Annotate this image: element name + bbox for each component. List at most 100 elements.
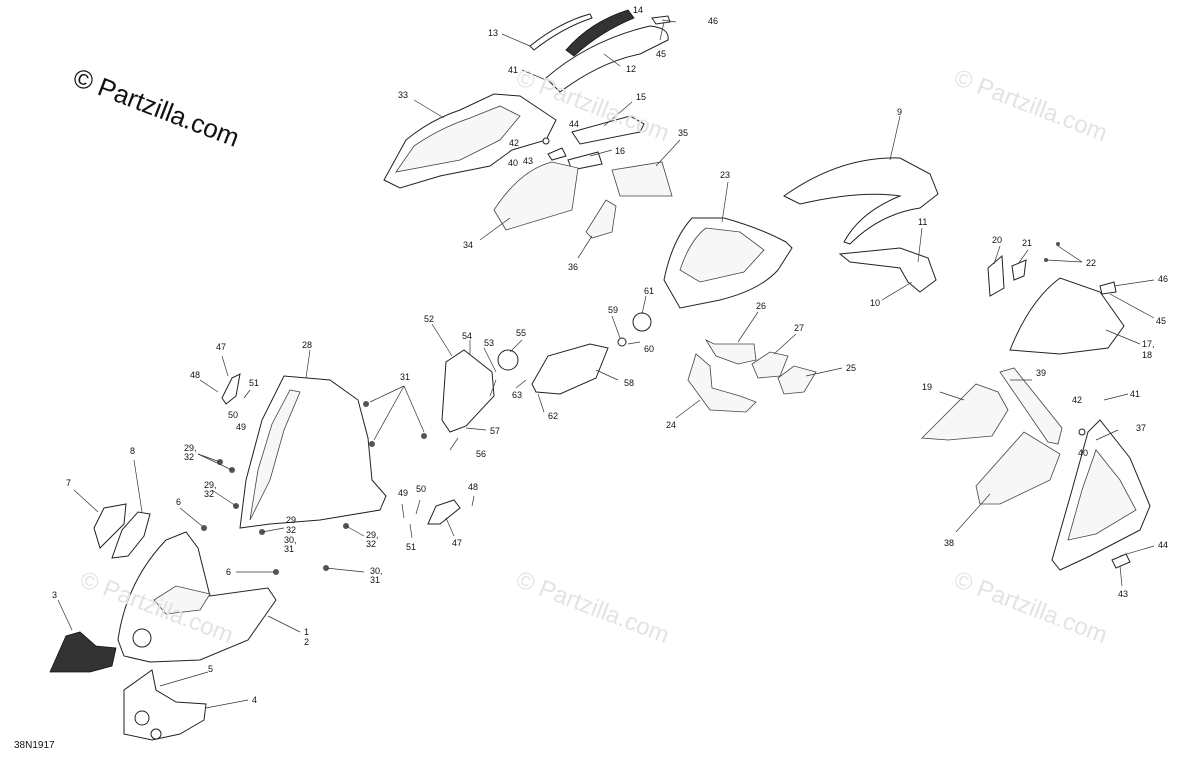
callout-55: 55	[516, 328, 526, 338]
part-42-top	[542, 137, 550, 145]
callout-54: 54	[462, 331, 472, 341]
part-59-60	[617, 337, 627, 347]
part-38	[975, 431, 1061, 505]
callout-29-b: 29,	[204, 480, 217, 490]
part-5-4	[123, 669, 207, 741]
part-55	[497, 349, 519, 371]
callout-43-right: 43	[1118, 589, 1128, 599]
diagram-code: 38N1917	[14, 740, 55, 751]
callout-29-a: 29,	[184, 443, 197, 453]
callout-12: 12	[626, 64, 636, 74]
callout-6-a: 6	[176, 497, 181, 507]
callout-31-a: 31	[284, 544, 294, 554]
callout-4: 4	[252, 695, 257, 705]
callout-2: 2	[304, 637, 309, 647]
callout-40-right: 40	[1078, 448, 1088, 458]
callout-51-left: 51	[249, 378, 259, 388]
callout-42-right: 42	[1072, 395, 1082, 405]
callout-62: 62	[548, 411, 558, 421]
callout-44-top: 44	[569, 119, 579, 129]
part-34	[493, 161, 579, 231]
part-31a	[363, 401, 369, 407]
callout-8: 8	[130, 446, 135, 456]
part-14	[565, 9, 635, 57]
part-26	[704, 339, 757, 365]
callout-47-right: 47	[452, 538, 462, 548]
part-33-inner	[395, 105, 521, 173]
part-46-right	[1099, 281, 1117, 295]
callout-42-top: 42	[509, 138, 519, 148]
callout-15: 15	[636, 92, 646, 102]
callout-39: 39	[1036, 368, 1046, 378]
callout-28: 28	[302, 340, 312, 350]
part-25	[777, 365, 817, 395]
callout-40-top: 40	[508, 158, 518, 168]
part-52	[441, 349, 495, 433]
callout-6-b: 6	[226, 567, 231, 577]
part-43-right	[1111, 553, 1131, 569]
leader-lines	[57, 11, 1155, 709]
part-13	[529, 13, 593, 51]
callout-50-right: 50	[416, 484, 426, 494]
callout-labels: 13 14 46 45 12 41 33 15 44 42 16 40 43 3…	[52, 5, 1168, 705]
part-3	[49, 631, 117, 673]
part-9	[783, 157, 939, 245]
callout-27: 27	[794, 323, 804, 333]
callout-32-d: 32	[366, 539, 376, 549]
callout-35: 35	[678, 128, 688, 138]
part-12	[545, 25, 669, 93]
part-31c	[421, 433, 427, 439]
part-43-top	[547, 147, 567, 161]
callout-33: 33	[398, 90, 408, 100]
callout-48-left: 48	[190, 370, 200, 380]
callout-5: 5	[208, 664, 213, 674]
callout-24: 24	[666, 420, 676, 430]
part-15	[571, 115, 645, 145]
callout-17: 17,	[1142, 339, 1155, 349]
part-20	[987, 254, 1005, 297]
callout-52: 52	[424, 314, 434, 324]
part-7	[93, 503, 127, 549]
callout-32-b: 32	[204, 489, 214, 499]
part-39	[999, 367, 1063, 445]
callout-57: 57	[490, 426, 500, 436]
callout-31-top: 31	[400, 372, 410, 382]
callout-43-top: 43	[523, 156, 533, 166]
callout-11: 11	[918, 217, 927, 227]
part-19	[921, 383, 1009, 441]
callout-3: 3	[52, 590, 57, 600]
part-28-edge	[249, 389, 301, 521]
callout-26: 26	[756, 301, 766, 311]
callout-29-d: 29,	[366, 530, 379, 540]
part-8	[111, 511, 151, 559]
callout-41-right: 41	[1130, 389, 1140, 399]
part-31b	[369, 441, 375, 447]
callout-49-left: 49	[236, 422, 246, 432]
part-58	[531, 343, 609, 395]
callout-45-right: 45	[1156, 316, 1166, 326]
callout-34: 34	[463, 240, 473, 250]
part-6b	[273, 569, 279, 575]
callout-10: 10	[870, 298, 880, 308]
callout-51-right: 51	[406, 542, 416, 552]
part-11	[838, 247, 937, 293]
callout-1: 1	[304, 627, 309, 637]
callout-37: 37	[1136, 423, 1146, 433]
callout-41-top: 41	[508, 65, 518, 75]
callout-22: 22	[1086, 258, 1096, 268]
part-5-hole-b	[150, 728, 162, 740]
callout-38: 38	[944, 538, 954, 548]
callout-49-right: 49	[398, 488, 408, 498]
callout-46-right: 46	[1158, 274, 1168, 284]
part-42-right	[1078, 428, 1086, 436]
callout-47-left: 47	[216, 342, 226, 352]
callout-60: 60	[644, 344, 654, 354]
part-1-2-vent	[153, 585, 211, 615]
callout-20: 20	[992, 235, 1002, 245]
part-23-inner	[679, 227, 765, 283]
callout-48-right: 48	[468, 482, 478, 492]
callout-53: 53	[484, 338, 494, 348]
callout-56: 56	[476, 449, 486, 459]
callout-58: 58	[624, 378, 634, 388]
